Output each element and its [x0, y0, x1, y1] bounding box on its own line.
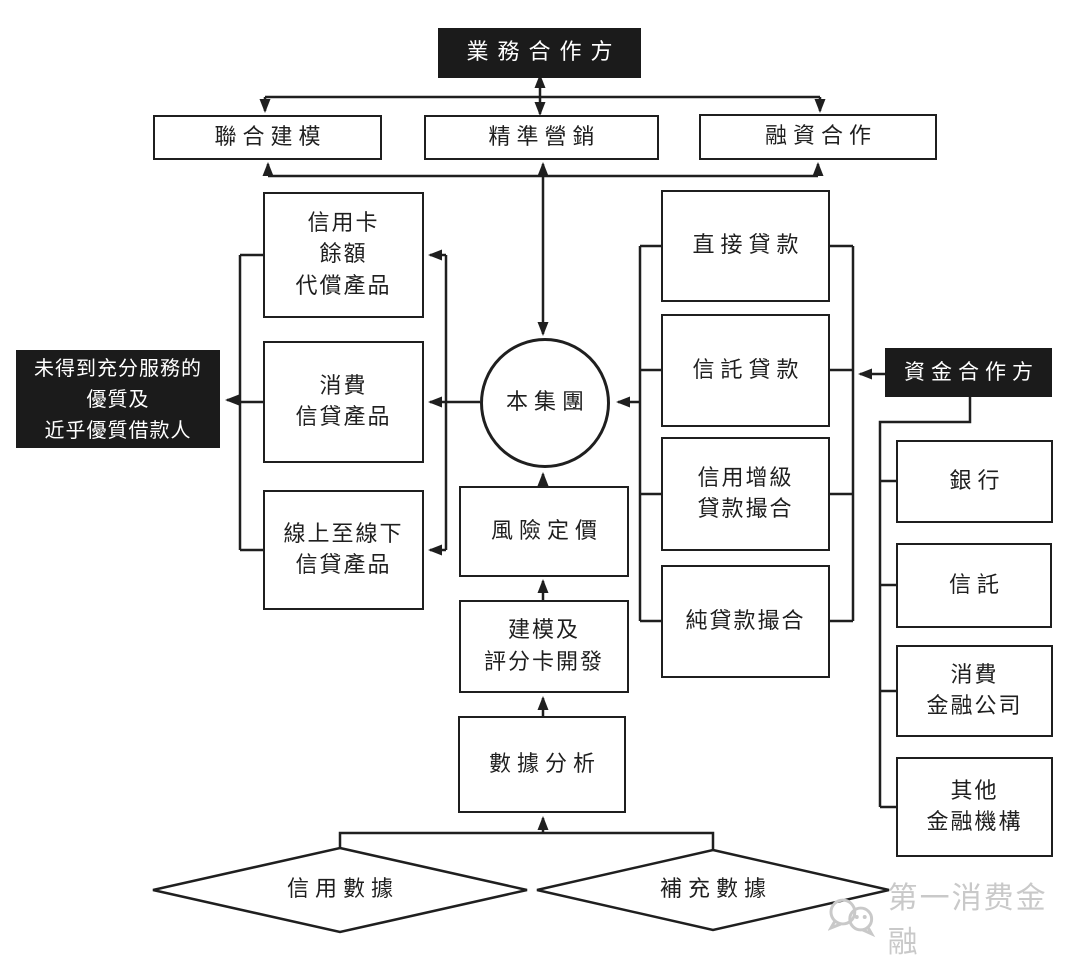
- consumer-credit-product-box: 消費 信貸產品: [263, 341, 424, 463]
- wechat-bubbles-icon: [828, 898, 876, 938]
- credit-data-diamond-label: 信用數據: [286, 877, 399, 903]
- credit-card-balance-product-box: 信用卡 餘額 代償產品: [263, 192, 424, 318]
- trust-loans-box: 信託貸款: [661, 314, 830, 427]
- data-analysis-box: 數據分析: [458, 716, 626, 813]
- supplementary-data-diamond-label: 補充數據: [659, 877, 772, 903]
- business-partners-box: 業務合作方: [438, 28, 641, 78]
- supplementary-data-diamond-shape: [536, 848, 890, 932]
- watermark: 第一消费金融: [828, 881, 1078, 958]
- pure-loan-facilitation-box: 純貸款撮合: [661, 565, 830, 678]
- credit-data-diamond-shape: [152, 846, 528, 934]
- financing-cooperation-box: 融資合作: [699, 114, 937, 160]
- banks-box: 銀行: [896, 440, 1053, 523]
- online-to-offline-credit-product-box: 線上至線下 信貸產品: [263, 490, 424, 610]
- risk-pricing-box: 風險定價: [459, 486, 629, 577]
- modeling-scorecard-development-box: 建模及 評分卡開發: [459, 600, 629, 693]
- precision-marketing-box: 精準營銷: [424, 115, 659, 160]
- other-financial-institutions-box: 其他 金融機構: [896, 757, 1053, 857]
- funding-partners-box: 資金合作方: [885, 348, 1052, 397]
- underserved-borrowers-box: 未得到充分服務的 優質及 近乎優質借款人: [16, 350, 220, 448]
- watermark-text: 第一消费金融: [887, 881, 1048, 958]
- trusts-box: 信託: [896, 543, 1052, 628]
- credit-enhanced-loan-facilitation-box: 信用增級 貸款撮合: [661, 437, 830, 551]
- consumer-finance-companies-box: 消費 金融公司: [896, 645, 1053, 737]
- joint-modeling-box: 聯合建模: [153, 115, 382, 160]
- the-group-circle: 本集團: [480, 338, 610, 468]
- direct-loans-box: 直接貸款: [661, 190, 830, 302]
